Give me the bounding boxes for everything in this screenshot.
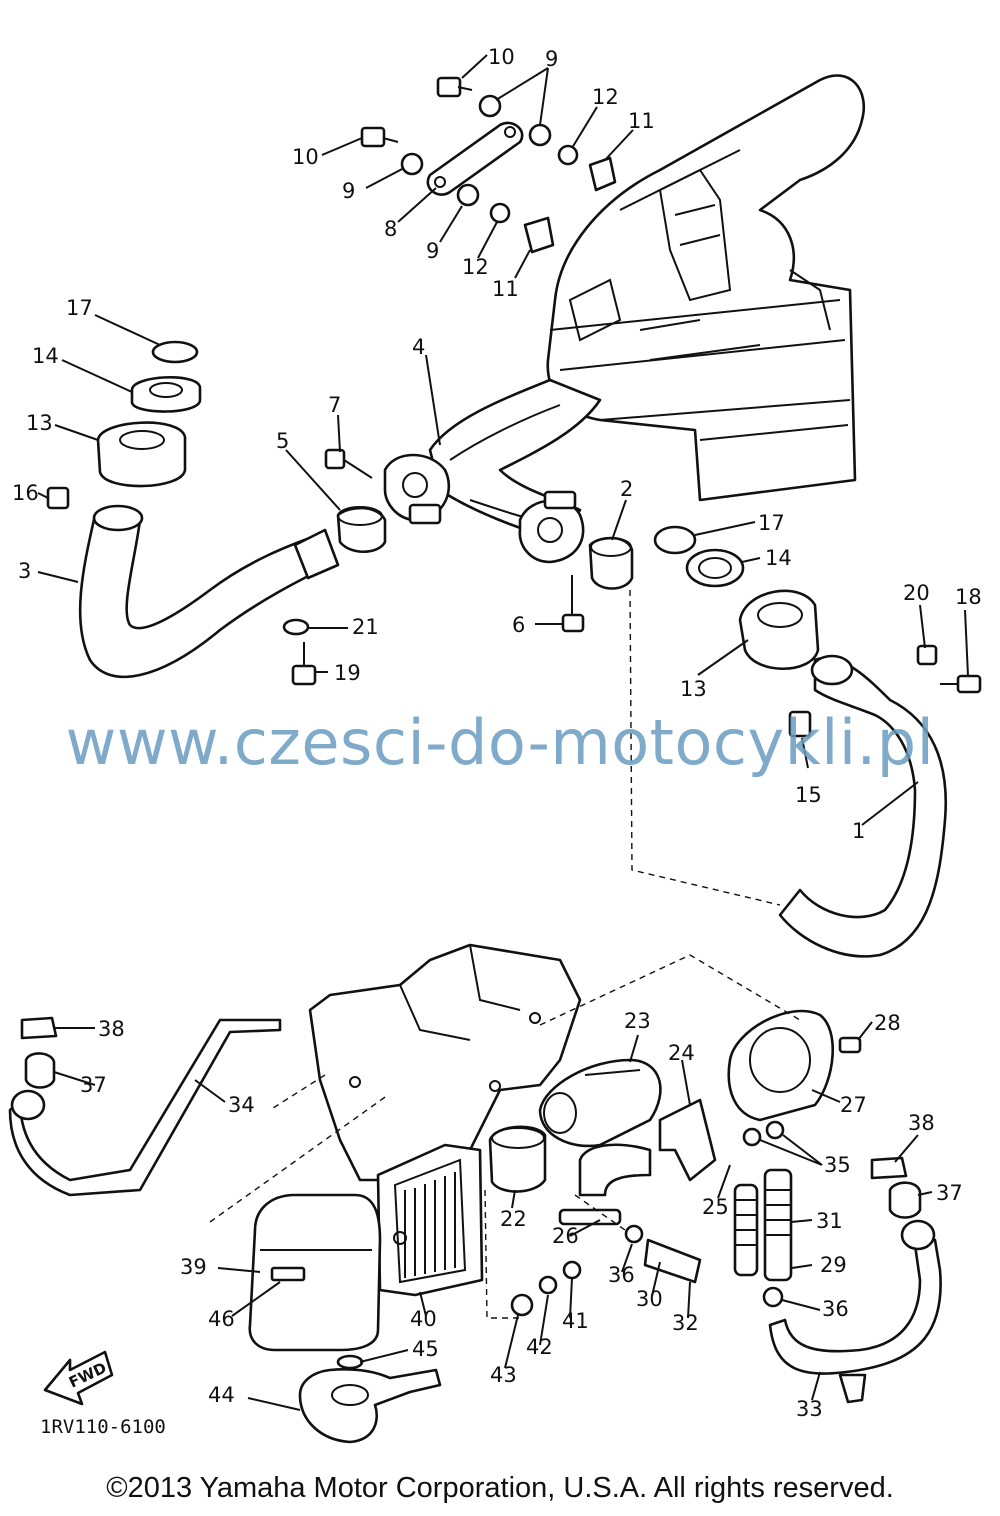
callout: 7	[328, 393, 341, 417]
callout: 27	[840, 1093, 867, 1117]
exhaust-collector-pipe	[428, 378, 602, 542]
callout-labels: 10 9 12 11 10 9 8 9 12 11 17 14 13 16 3 …	[12, 45, 982, 1421]
valve-27	[727, 1009, 862, 1122]
air-filter-element-40	[376, 1143, 484, 1297]
callout: 21	[352, 615, 379, 639]
callout: 37	[80, 1073, 107, 1097]
watermark-text: www.czesci-do-motocykli.pl	[65, 706, 935, 779]
bolts-mid	[282, 448, 585, 686]
callout: 39	[180, 1255, 207, 1279]
callout: 34	[228, 1093, 255, 1117]
callout: 12	[592, 85, 619, 109]
reed-valve-23	[538, 1058, 662, 1148]
callout: 9	[426, 239, 439, 263]
muffler-assembly	[546, 74, 865, 502]
callout: 9	[545, 47, 558, 71]
pipe-clamp-left	[383, 453, 451, 525]
callout: 24	[668, 1041, 695, 1065]
callout: 18	[955, 585, 982, 609]
callout: 2	[620, 477, 633, 501]
callout: 9	[342, 179, 355, 203]
forward-direction-arrow: FWD	[43, 1350, 114, 1406]
joint-22	[488, 1125, 547, 1193]
callout: 19	[334, 661, 361, 685]
copyright-notice: ©2013 Yamaha Motor Corporation, U.S.A. A…	[106, 1472, 894, 1504]
callout: 14	[765, 546, 792, 570]
exhaust-pipe-left	[78, 504, 340, 679]
hoses-29-31	[624, 1120, 793, 1308]
callout: 30	[636, 1287, 663, 1311]
pipe-clamp-right	[518, 490, 585, 564]
callout: 44	[208, 1383, 235, 1407]
callout: 31	[816, 1209, 843, 1233]
hose-33	[768, 1156, 942, 1404]
callout: 41	[562, 1309, 589, 1333]
callout: 11	[492, 277, 519, 301]
callout: 17	[758, 511, 785, 535]
callout: 35	[824, 1153, 851, 1177]
hose-34	[8, 1016, 282, 1197]
assembly-guide-lines-lower	[209, 954, 801, 1319]
callout: 4	[412, 335, 425, 359]
callout: 8	[384, 217, 397, 241]
callout: 26	[552, 1224, 579, 1248]
callout: 16	[12, 481, 39, 505]
callout: 25	[702, 1195, 729, 1219]
callout: 36	[822, 1297, 849, 1321]
callout: 37	[936, 1181, 963, 1205]
engine-case-outline	[308, 943, 582, 1182]
callout: 13	[26, 411, 53, 435]
exhaust-pipe-right	[778, 644, 982, 958]
drain-hose-44	[298, 1354, 442, 1444]
callout: 14	[32, 344, 59, 368]
callout: 17	[66, 296, 93, 320]
callout: 46	[208, 1307, 235, 1331]
gaskets-5-2	[336, 506, 634, 590]
bracket-24	[658, 1098, 717, 1182]
callout: 1	[852, 819, 865, 843]
hose-26	[558, 1143, 652, 1226]
callout: 15	[795, 783, 822, 807]
callout: 11	[628, 109, 655, 133]
callout: 23	[624, 1009, 651, 1033]
bracket	[426, 121, 524, 196]
flange-stack-right	[653, 525, 820, 738]
callout: 12	[462, 255, 489, 279]
callout: 33	[796, 1397, 823, 1421]
callout: 42	[526, 1335, 553, 1359]
air-filter-case-39	[248, 1193, 382, 1352]
diagram-code: 1RV110-6100	[40, 1416, 166, 1438]
callout: 38	[98, 1017, 125, 1041]
callout: 22	[500, 1207, 527, 1231]
callout: 43	[490, 1363, 517, 1387]
leader-lines	[37, 54, 969, 1411]
callout: 36	[608, 1263, 635, 1287]
flange-stack-left	[46, 340, 202, 510]
callout: 38	[908, 1111, 935, 1135]
callout: 28	[874, 1011, 901, 1035]
callout: 10	[488, 45, 515, 69]
callout: 3	[18, 559, 31, 583]
callout: 13	[680, 677, 707, 701]
callout: 5	[276, 429, 289, 453]
callout: 29	[820, 1253, 847, 1277]
callout: 20	[903, 581, 930, 605]
callout: 40	[410, 1307, 437, 1331]
callout: 10	[292, 145, 319, 169]
assembly-guide-line	[629, 589, 781, 906]
callout: 45	[412, 1337, 439, 1361]
callout: 6	[512, 613, 525, 637]
callout: 32	[672, 1311, 699, 1335]
